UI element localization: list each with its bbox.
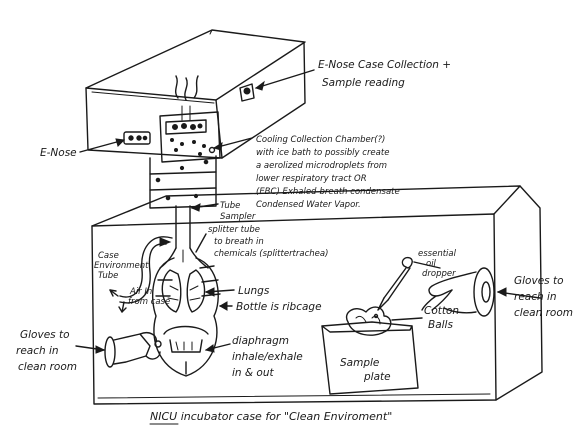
air-in-arrows bbox=[109, 289, 127, 313]
case-environment-tube bbox=[119, 236, 173, 304]
label-cooling-line3: a aerolized microdroplets from bbox=[256, 161, 387, 171]
diagram-caption: NICU incubator case for "Clean Enviromen… bbox=[150, 410, 392, 423]
label-splitter-line3: chemicals (splittertrachea) bbox=[214, 249, 328, 259]
label-case-env-line1: Case bbox=[98, 251, 119, 261]
label-gloves-left-line1: Gloves to bbox=[20, 329, 70, 341]
label-case-env-tube: Case Environment Tube bbox=[94, 251, 149, 281]
label-plate-line2: plate bbox=[363, 371, 391, 383]
label-air-in: Air In from case bbox=[128, 287, 170, 307]
vapor-swirls-icon bbox=[175, 75, 199, 121]
label-cooling-line2: with ice bath to possibly create bbox=[256, 148, 389, 158]
label-gloves-left: Gloves to reach in clean room bbox=[16, 329, 77, 373]
label-gloves-right: Gloves to reach in clean room bbox=[514, 275, 573, 319]
label-lungs: Lungs bbox=[238, 285, 270, 297]
glove-port-left bbox=[104, 332, 162, 368]
label-gloves-left-line3: clean room bbox=[18, 361, 77, 373]
label-case-env-line3: Tube bbox=[98, 271, 118, 281]
cooling-chamber bbox=[149, 111, 221, 209]
label-tube-sampler: Tube Sampler bbox=[220, 201, 256, 222]
label-diaphragm-line2: inhale/exhale bbox=[232, 351, 303, 363]
label-splitter-line2: to breath in bbox=[214, 237, 264, 247]
label-oil-line1: essential bbox=[418, 249, 457, 259]
label-cotton-line2: Balls bbox=[428, 319, 453, 331]
diaphragm bbox=[163, 325, 209, 375]
lungs bbox=[161, 269, 206, 313]
label-cooling-line4: lower respiratory tract OR bbox=[256, 174, 367, 184]
dropper-icon bbox=[373, 256, 413, 319]
label-oil-line3: dropper bbox=[422, 269, 456, 279]
enose-sensor bbox=[123, 131, 151, 145]
label-cooling-line6: Condensed Water Vapor. bbox=[256, 200, 361, 210]
pointer-arrows bbox=[75, 69, 541, 354]
label-enose-case-line1: E-Nose Case Collection + bbox=[318, 59, 451, 71]
label-diaphragm-line3: in & out bbox=[232, 367, 275, 379]
label-cooling-line1: Cooling Collection Chamber(?) bbox=[256, 135, 385, 145]
label-gloves-left-line2: reach in bbox=[16, 345, 59, 357]
label-enose-case: E-Nose Case Collection + Sample reading bbox=[318, 59, 451, 89]
label-splitter-line1: splitter tube bbox=[208, 225, 260, 235]
label-splitter-tube: splitter tube to breath in chemicals (sp… bbox=[208, 225, 328, 259]
label-diaphragm-line1: diaphragm bbox=[232, 335, 289, 347]
label-essential-oil: essential oil dropper bbox=[418, 249, 457, 279]
incubator-case bbox=[91, 185, 543, 405]
tube-sampler bbox=[175, 205, 191, 249]
label-enose: E-Nose bbox=[40, 147, 77, 159]
label-plate-line1: Sample bbox=[340, 357, 379, 369]
label-case-env-line2: Environment bbox=[94, 261, 149, 271]
label-gloves-right-line3: clean room bbox=[514, 307, 573, 319]
label-gloves-right-line1: Gloves to bbox=[514, 275, 564, 287]
label-gloves-right-line2: reach in bbox=[514, 291, 557, 303]
label-oil-line2: oil bbox=[426, 259, 437, 269]
label-enose-case-line2: Sample reading bbox=[322, 77, 405, 89]
label-sample-plate: Sample plate bbox=[340, 357, 391, 383]
label-diaphragm: diaphragm inhale/exhale in & out bbox=[232, 335, 303, 379]
label-cotton: Cotton Balls bbox=[424, 305, 459, 331]
splitter-trachea bbox=[159, 247, 209, 269]
label-tube-line1: Tube bbox=[220, 201, 240, 211]
label-tube-line2: Sampler bbox=[220, 212, 256, 222]
label-bottle: Bottle is ribcage bbox=[236, 301, 322, 313]
label-cooling-line5: (EBC) Exhaled-breath condensate bbox=[256, 187, 400, 197]
label-air-in-line1: Air In bbox=[129, 287, 152, 297]
label-cotton-line1: Cotton bbox=[424, 305, 459, 317]
glove-port-right bbox=[421, 267, 495, 317]
bottle-ribcage bbox=[151, 257, 221, 377]
label-air-in-line2: from case bbox=[128, 297, 170, 307]
label-cooling-chamber: Cooling Collection Chamber(?) with ice b… bbox=[256, 135, 400, 210]
sample-plate bbox=[321, 321, 419, 395]
